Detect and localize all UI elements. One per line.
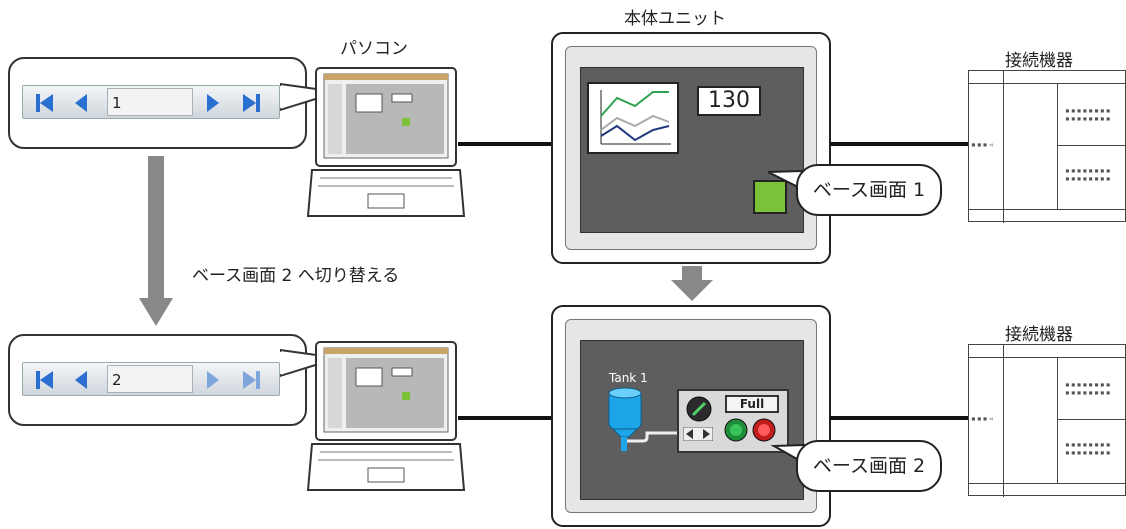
screen1-callout: ベース画面 1	[796, 164, 942, 216]
laptop-icon-bottom	[306, 341, 466, 491]
next-page-icon[interactable]	[203, 368, 223, 392]
page-number-field[interactable]: 1	[107, 88, 193, 116]
numeric-display: 130	[697, 86, 761, 116]
selector-knob-icon[interactable]	[685, 395, 713, 423]
device-top-divider-2	[969, 83, 1126, 84]
hmi-bezel-bottom: Tank 1 Full	[565, 319, 817, 513]
full-indicator: Full	[725, 395, 779, 413]
hmi-screen-base-2: Tank 1 Full	[580, 340, 804, 500]
device-label-bottom: 接続機器	[1005, 325, 1073, 345]
device-top-divider-1	[1003, 71, 1004, 223]
port-dots: ▪▪▪◃	[971, 414, 995, 423]
hmi-screen-base-1: 130	[580, 67, 804, 233]
terminal-dots: ▪▪▪▪▪▪▪▪▪▪▪▪▪▪▪▪	[1065, 440, 1112, 457]
left-right-arrows-icon[interactable]	[683, 427, 713, 441]
next-page-icon[interactable]	[203, 91, 223, 115]
cable-pc-to-hmi-bottom	[458, 416, 554, 420]
green-lamp-icon	[724, 418, 748, 442]
screen2-callout: ベース画面 2	[796, 440, 942, 492]
cable-hmi-to-device-top	[830, 142, 970, 146]
device-bottom-divider-2	[969, 357, 1126, 358]
cable-hmi-to-device-bottom	[830, 416, 970, 420]
hmi-unit-bottom: Tank 1 Full	[551, 305, 831, 527]
down-arrow-middle	[671, 266, 713, 301]
page-nav-bar-top: 1	[22, 85, 280, 119]
red-lamp-icon	[752, 418, 776, 442]
tank-label: Tank 1	[609, 371, 648, 385]
switch-label: ベース画面 2 へ切り替える	[192, 266, 400, 286]
numeric-display-value: 130	[708, 88, 750, 113]
device-label-top: 接続機器	[1005, 51, 1073, 71]
control-panel: Full	[677, 389, 789, 453]
hmi-unit-top: 130	[551, 32, 831, 264]
connected-device-top: ▪▪▪▪▪▪▪▪▪▪▪▪▪▪▪▪ ▪▪▪▪▪▪▪▪▪▪▪▪▪▪▪▪ ▪▪▪◃	[968, 70, 1126, 223]
down-arrow-left	[139, 156, 173, 326]
device-top-divider-3	[969, 209, 1126, 210]
green-lamp-button[interactable]	[753, 180, 787, 214]
pc-label: パソコン	[340, 39, 408, 59]
full-indicator-label: Full	[739, 397, 765, 411]
first-page-icon[interactable]	[33, 91, 57, 115]
prev-page-icon[interactable]	[71, 368, 91, 392]
device-bottom-divider-3	[969, 483, 1126, 484]
main-unit-label: 本体ユニット	[624, 9, 726, 29]
device-bottom-divider-5	[1057, 419, 1126, 420]
last-page-icon[interactable]	[239, 91, 263, 115]
device-bottom-divider-4	[1057, 357, 1058, 483]
device-top-divider-5	[1057, 145, 1126, 146]
trend-graph-icon	[587, 82, 679, 154]
hmi-bezel-top: 130	[565, 46, 817, 250]
terminal-dots: ▪▪▪▪▪▪▪▪▪▪▪▪▪▪▪▪	[1065, 166, 1112, 183]
connected-device-bottom: ▪▪▪▪▪▪▪▪▪▪▪▪▪▪▪▪ ▪▪▪▪▪▪▪▪▪▪▪▪▪▪▪▪ ▪▪▪◃	[968, 344, 1126, 497]
terminal-dots: ▪▪▪▪▪▪▪▪▪▪▪▪▪▪▪▪	[1065, 106, 1112, 123]
page-nav-bar-bottom: 2	[22, 362, 280, 396]
cable-pc-to-hmi-top	[458, 142, 554, 146]
laptop-icon-top	[306, 67, 466, 217]
first-page-icon[interactable]	[33, 368, 57, 392]
terminal-dots: ▪▪▪▪▪▪▪▪▪▪▪▪▪▪▪▪	[1065, 380, 1112, 397]
prev-page-icon[interactable]	[71, 91, 91, 115]
last-page-icon[interactable]	[239, 368, 263, 392]
page-number-field[interactable]: 2	[107, 365, 193, 393]
port-dots: ▪▪▪◃	[971, 140, 995, 149]
device-bottom-divider-1	[1003, 345, 1004, 497]
device-top-divider-4	[1057, 83, 1058, 209]
tank-icon	[608, 387, 677, 451]
